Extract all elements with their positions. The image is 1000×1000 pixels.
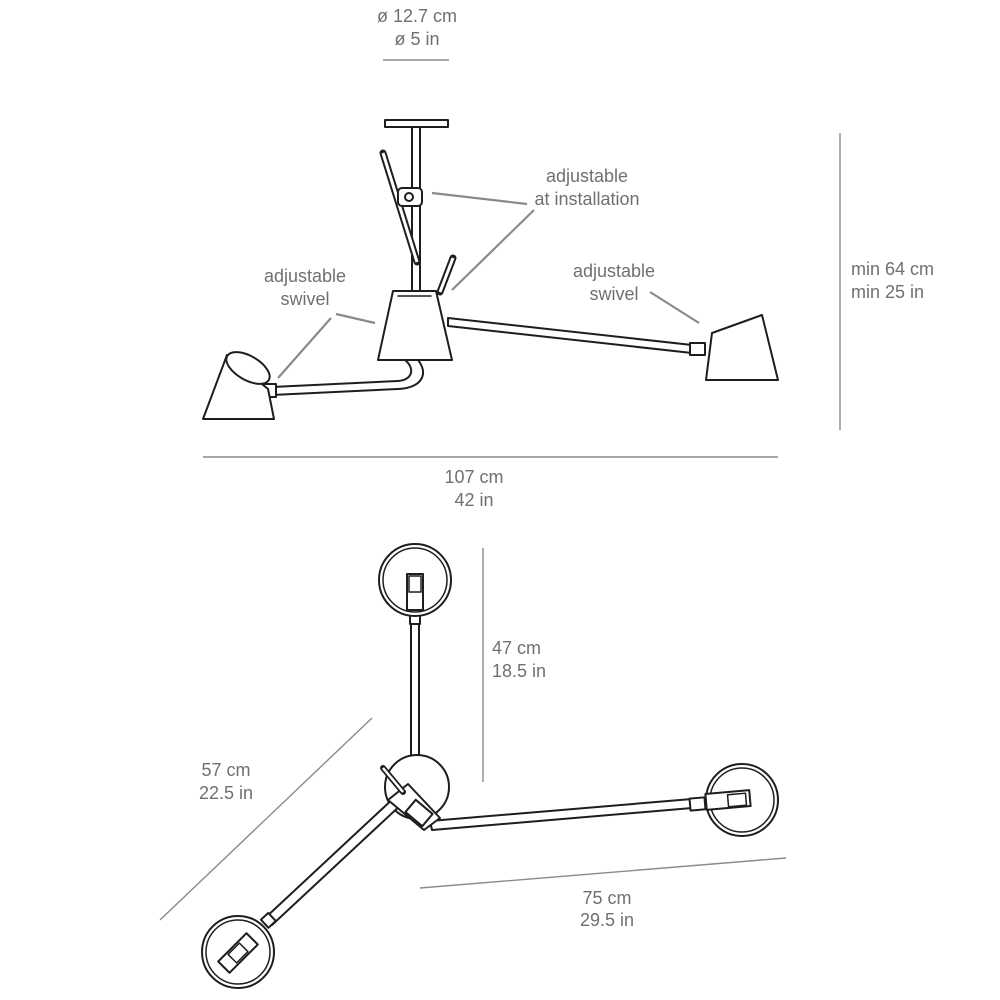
plan-hub-block	[404, 798, 434, 828]
left-arm-in: 22.5 in	[199, 783, 253, 803]
install-label-line2: at installation	[534, 189, 639, 209]
canopy-diameter-cm: ø 12.7 cm	[377, 6, 457, 26]
right-arm-dimension-line	[419, 857, 787, 889]
center-shade	[377, 290, 453, 361]
plan-left-collar	[259, 911, 277, 929]
install-leader-1	[431, 191, 528, 206]
right-shade	[705, 314, 779, 381]
ceiling-canopy	[384, 119, 449, 128]
left-swivel-label-line2: swivel	[280, 289, 329, 309]
plan-left-bulb	[227, 942, 249, 964]
canopy-diameter-in: ø 5 in	[394, 29, 439, 49]
install-leader-2	[451, 209, 535, 291]
left-arm-cm: 57 cm	[201, 760, 250, 780]
width-cm: 107 cm	[444, 467, 503, 487]
plan-top-shade-inner	[382, 547, 448, 613]
width-in: 42 in	[454, 490, 493, 510]
plan-left-shade-inner	[205, 919, 271, 985]
install-label-line1: adjustable	[546, 166, 628, 186]
joint-screw	[404, 192, 414, 202]
plan-top-bulb	[408, 575, 422, 593]
top-plan-view: 47 cm 18.5 in 57 cm 22.5 in 75 cm 29.5 i…	[159, 543, 787, 989]
left-swivel-label-line1: adjustable	[264, 266, 346, 286]
plan-left-arm	[263, 795, 405, 926]
plan-top-arm	[410, 617, 420, 769]
plan-right-collar	[688, 796, 707, 812]
left-shade-opening	[225, 351, 271, 385]
side-elevation-view: ø 12.7 cm ø 5 in	[202, 6, 934, 510]
left-arm-dimension-line	[159, 717, 373, 921]
left-swivel-leader-1	[335, 312, 376, 325]
right-swivel-collar	[689, 342, 706, 356]
plan-hub-rod-core	[382, 767, 404, 793]
right-swivel-label-line2: swivel	[589, 284, 638, 304]
right-arm	[447, 317, 693, 354]
main-stem	[411, 126, 421, 296]
short-rod-core	[438, 257, 455, 293]
left-swivel-leader-2	[277, 317, 332, 379]
right-arm-cm: 75 cm	[582, 888, 631, 908]
top-arm-in: 18.5 in	[492, 661, 546, 681]
height-in: min 25 in	[851, 282, 924, 302]
plan-right-bulb	[726, 792, 748, 808]
right-swivel-leader	[649, 291, 700, 324]
height-cm: min 64 cm	[851, 259, 934, 279]
plan-right-arm	[429, 798, 693, 831]
top-arm-cm: 47 cm	[492, 638, 541, 658]
right-swivel-label-line1: adjustable	[573, 261, 655, 281]
right-arm-in: 29.5 in	[580, 910, 634, 930]
left-arm	[271, 355, 424, 396]
plan-left-socket	[217, 932, 259, 974]
back-rod-core	[381, 152, 419, 263]
